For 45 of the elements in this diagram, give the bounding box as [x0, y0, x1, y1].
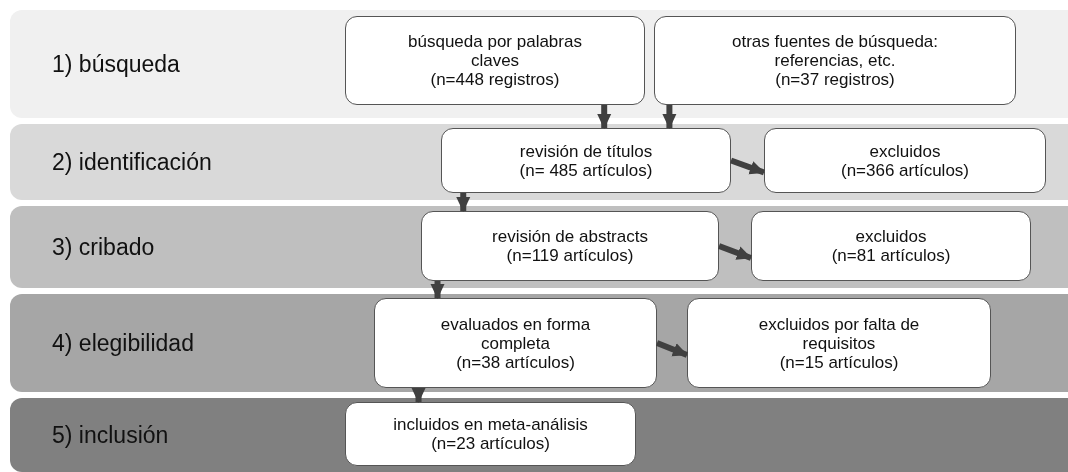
- box-title: excluidos: [869, 141, 941, 161]
- process-box: [441, 128, 731, 193]
- arrow: [430, 281, 445, 299]
- process-box: [374, 298, 657, 388]
- process-box: [764, 128, 1046, 193]
- arrow: [655, 340, 689, 358]
- record-count: (n=37 registros): [775, 70, 895, 89]
- stage-band: [10, 294, 1068, 392]
- process-box: [654, 16, 1016, 105]
- box-title: revisión de abstracts: [492, 227, 648, 246]
- stage-label: 1) búsqueda: [52, 49, 180, 79]
- record-count: (n=81 artículos): [831, 246, 951, 265]
- record-count: (n=23 artículos): [431, 434, 550, 453]
- stage-band: [10, 206, 1068, 288]
- record-count: (n=119 artículos): [506, 246, 634, 265]
- arrow: [456, 193, 471, 212]
- box-title: búsqueda por palabras claves: [407, 32, 583, 70]
- box-title: excluidos por falta de requisitos: [757, 314, 921, 353]
- stage-band: [10, 124, 1068, 200]
- process-box: [687, 298, 991, 388]
- arrow: [411, 388, 426, 403]
- record-count: (n=38 artículos): [456, 352, 575, 372]
- box-title: revisión de títulos: [519, 141, 653, 161]
- arrow: [662, 105, 677, 129]
- process-box: [345, 16, 645, 105]
- arrow: [597, 105, 612, 129]
- stage-band: [10, 398, 1068, 472]
- record-count: (n=448 registros): [430, 70, 560, 89]
- box-title: incluidos en meta-análisis: [393, 415, 588, 434]
- process-box: [345, 402, 636, 466]
- stage-label: 5) inclusión: [52, 420, 169, 450]
- arrow: [717, 243, 753, 261]
- process-box: [421, 211, 719, 281]
- box-title: excluidos: [855, 227, 927, 246]
- box-title: otras fuentes de búsqueda: referencias, etc.: [730, 32, 939, 70]
- record-count: (n=366 artículos): [840, 160, 969, 180]
- record-count: (n= 485 artículos): [519, 160, 653, 180]
- stage-label: 2) identificación: [52, 147, 212, 177]
- arrow: [729, 157, 766, 176]
- stage-label: 4) elegibilidad: [52, 328, 194, 358]
- process-box: [751, 211, 1031, 281]
- record-count: (n=15 artículos): [779, 352, 899, 372]
- stage-label: 3) cribado: [52, 232, 155, 262]
- stage-band: [10, 10, 1068, 118]
- box-title: evaluados en forma completa: [439, 314, 592, 353]
